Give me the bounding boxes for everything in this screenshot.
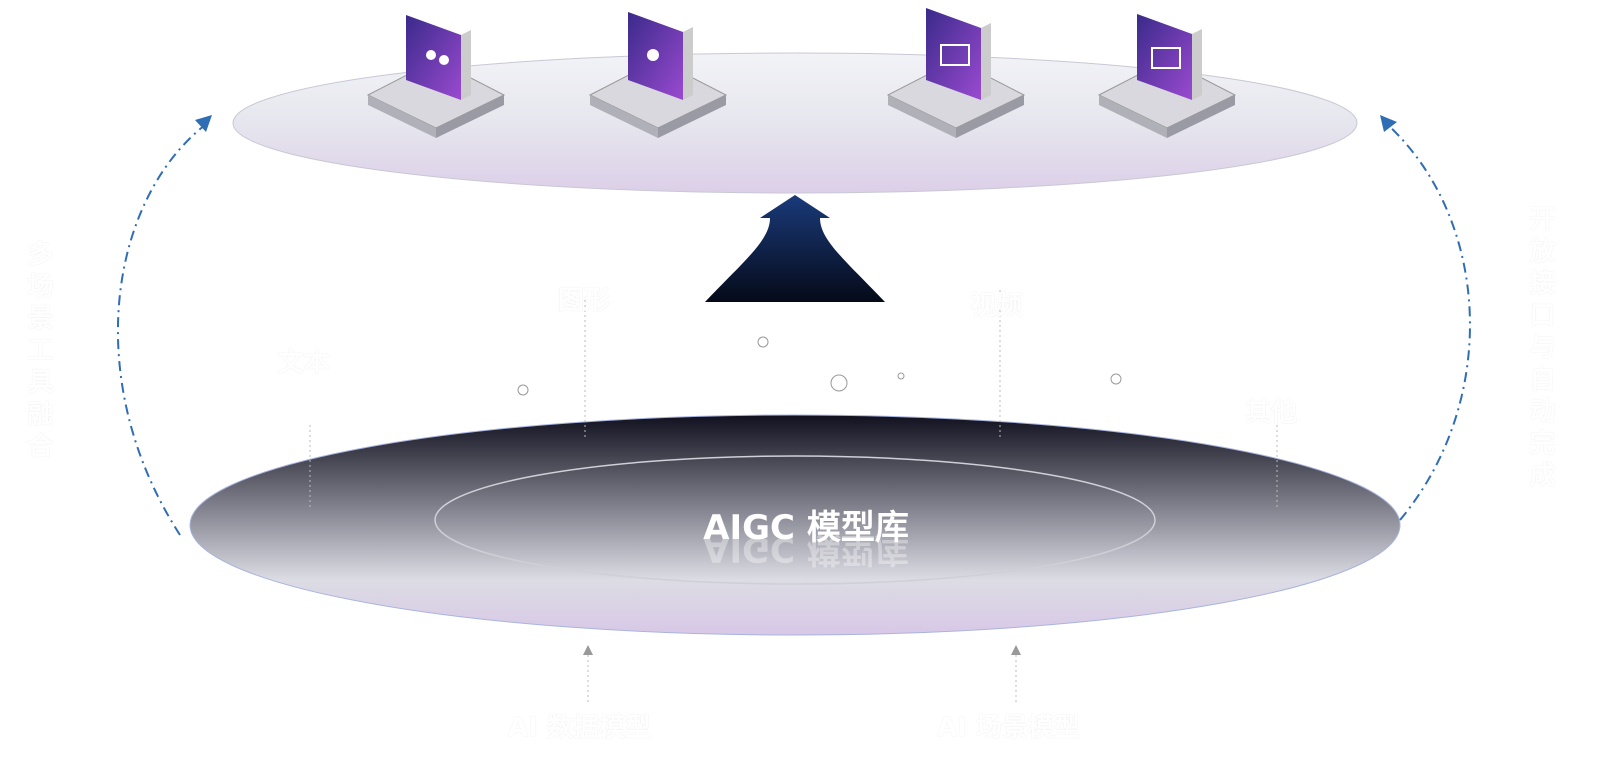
users-icon	[366, 15, 506, 138]
input-data-model: AI 数据模型	[508, 713, 651, 743]
side-label-right: 开放接口与自动完成	[1525, 205, 1555, 493]
right-arrowhead-icon	[1380, 115, 1397, 132]
id-card-icon	[886, 8, 1026, 138]
left-curve-arrow	[116, 124, 206, 536]
right-curve-arrow	[1387, 124, 1471, 521]
model-library-platform	[189, 414, 1401, 636]
category-graphics: 图形	[558, 286, 611, 316]
bubbles	[517, 336, 1122, 396]
left-arrowhead-icon	[195, 115, 212, 132]
teacher-icon	[588, 12, 728, 138]
category-text: 文本	[278, 348, 331, 378]
top-platform	[232, 52, 1358, 194]
app-cubes	[366, 8, 1237, 138]
category-video: 视频	[970, 291, 1023, 321]
inner-ring	[434, 455, 1156, 585]
input-arrowhead-icon	[583, 645, 593, 655]
input-arrowhead-icon	[1011, 645, 1021, 655]
side-label-left: 多场景工具融合	[23, 240, 53, 464]
up-arrow	[705, 195, 885, 302]
connector-lines	[309, 290, 1278, 705]
book-icon	[1097, 14, 1237, 138]
model-library-title-reflection: AIGC 模型库	[703, 529, 909, 569]
category-other: 其他	[1245, 398, 1298, 428]
input-scene-model: AI 场景模型	[937, 713, 1080, 743]
model-library-title: AIGC 模型库	[703, 508, 909, 548]
